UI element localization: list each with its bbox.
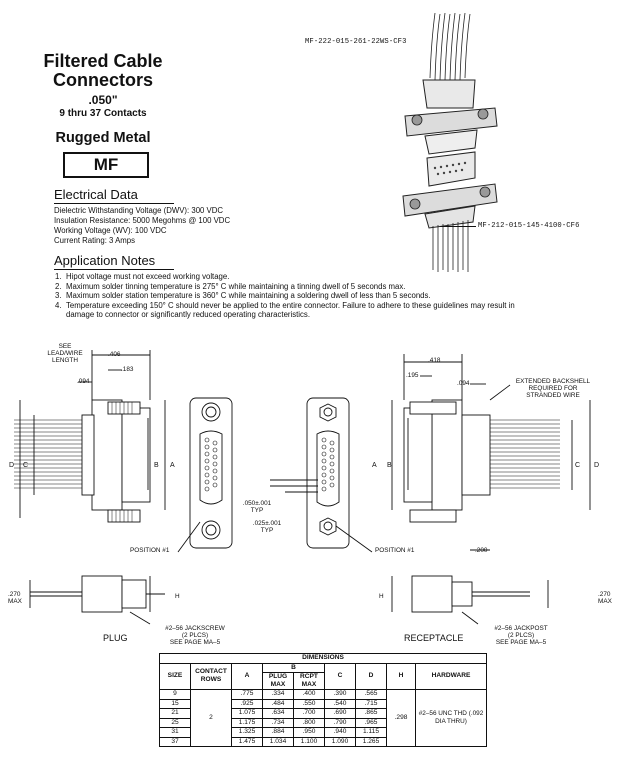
dim-195: .195 <box>406 372 419 379</box>
dim-406: .406 <box>108 351 121 358</box>
note-number: 3. <box>55 291 62 301</box>
dimensions-table: DIMENSIONS SIZE CONTACT ROWS A B C D H H… <box>159 653 487 747</box>
dim-200: .200 <box>475 547 488 554</box>
col-c: C <box>324 662 356 690</box>
note-number: 2. <box>55 281 62 291</box>
electrical-line-1: Dielectric Withstanding Voltage (DWV): 3… <box>54 206 223 215</box>
note-text: Hipot voltage must not exceed working vo… <box>66 272 230 281</box>
receptacle-shell <box>426 151 476 187</box>
col-a: A <box>231 662 263 690</box>
note-item: 1. Hipot voltage must not exceed working … <box>55 272 525 282</box>
note-item: 2. Maximum solder tinning temperature is … <box>55 282 525 292</box>
h-value: .298 <box>386 689 416 747</box>
position-1-left: POSITION #1 <box>130 547 170 554</box>
notes-heading: Application Notes <box>54 253 156 268</box>
label-c-right: C <box>575 462 581 469</box>
series-box: MF <box>63 152 149 178</box>
dim-094-right: .094 <box>457 380 470 387</box>
label-h-right: H <box>379 593 384 600</box>
title-line-1: Filtered Cable <box>43 51 163 71</box>
col-b: B <box>262 662 325 673</box>
receptacle-part-number: MF-212-015-145-4100-CF6 <box>478 222 580 230</box>
col-hardware: HARDWARE <box>415 662 487 690</box>
dim-183: .183 <box>121 366 134 373</box>
note-text: Temperature exceeding 150° C should neve… <box>66 300 515 320</box>
plug-wires <box>429 12 471 81</box>
plug-shell <box>424 129 478 155</box>
jackscrew-note: #2–56 JACKSCREW(2 PLCS)SEE PAGE MA–5 <box>165 625 225 646</box>
receptacle-leader <box>440 226 476 227</box>
notes-underline <box>54 269 174 270</box>
receptacle-pins <box>433 161 467 176</box>
col-h: H <box>386 662 416 690</box>
label-b-right: B <box>387 462 392 469</box>
label-d-left: D <box>9 462 15 469</box>
jackpost-note: #2–56 JACKPOST(2 PLCS)SEE PAGE MA–5 <box>494 625 548 646</box>
note-number: 1. <box>55 272 62 281</box>
receptacle-wires <box>432 220 469 272</box>
technical-drawing <box>14 350 591 625</box>
label-b-left: B <box>154 462 159 469</box>
label-a-right: A <box>372 462 377 469</box>
contact-rows-value: 2 <box>190 689 232 747</box>
electrical-underline <box>54 203 174 204</box>
label-h-left: H <box>175 593 180 600</box>
label-d-right: D <box>594 462 600 469</box>
col-size: SIZE <box>159 662 191 690</box>
note-item: 3. Maximum solder station temperature is … <box>55 291 525 301</box>
plug-backshell <box>422 79 476 109</box>
dim-094-left: .094 <box>77 378 90 385</box>
label-c-left: C <box>23 462 29 469</box>
connector-photo <box>402 12 498 272</box>
electrical-line-2: Insulation Resistance: 5000 Megohms @ 10… <box>54 216 231 225</box>
note-text: Maximum solder tinning temperature is 27… <box>66 281 406 291</box>
dim-418: .418 <box>428 357 441 364</box>
note-text: Maximum solder station temperature is 36… <box>66 291 431 301</box>
plug-caption: PLUG <box>103 633 128 643</box>
table-row: 9 2 .775.334.400 .390.565 .298 #2–56 UNC… <box>159 689 487 747</box>
electrical-line-4: Current Rating: 3 Amps <box>54 236 136 245</box>
title-material: Rugged Metal <box>55 130 151 146</box>
title-contacts: 9 thru 37 Contacts <box>59 108 147 119</box>
label-a-left: A <box>170 462 175 469</box>
title-pitch: .050" <box>88 93 118 107</box>
title-line-2: Connectors <box>52 70 153 90</box>
col-contact-rows: CONTACT ROWS <box>190 662 232 690</box>
receptacle-flange <box>402 183 498 217</box>
electrical-heading: Electrical Data <box>54 187 138 202</box>
note-number: 4. <box>55 300 62 310</box>
hardware-value: #2–56 UNC THD (.092 DIA THRU) <box>415 689 487 747</box>
col-b-plug: PLUG MAX <box>262 672 294 690</box>
electrical-line-3: Working Voltage (WV): 100 VDC <box>54 226 167 235</box>
receptacle-caption: RECEPTACLE <box>404 633 464 643</box>
plug-part-number: MF-222-015-261-22WS-CF3 <box>305 38 407 46</box>
col-b-rcpt: RCPT MAX <box>293 672 325 690</box>
notes-list: 1. Hipot voltage must not exceed working … <box>55 272 525 320</box>
note-item: 4. Temperature exceeding 150° C should ne… <box>55 301 525 320</box>
plug-flange <box>404 107 498 137</box>
col-d: D <box>355 662 387 690</box>
position-1-right: POSITION #1 <box>375 547 415 554</box>
table-title: DIMENSIONS <box>159 653 487 664</box>
